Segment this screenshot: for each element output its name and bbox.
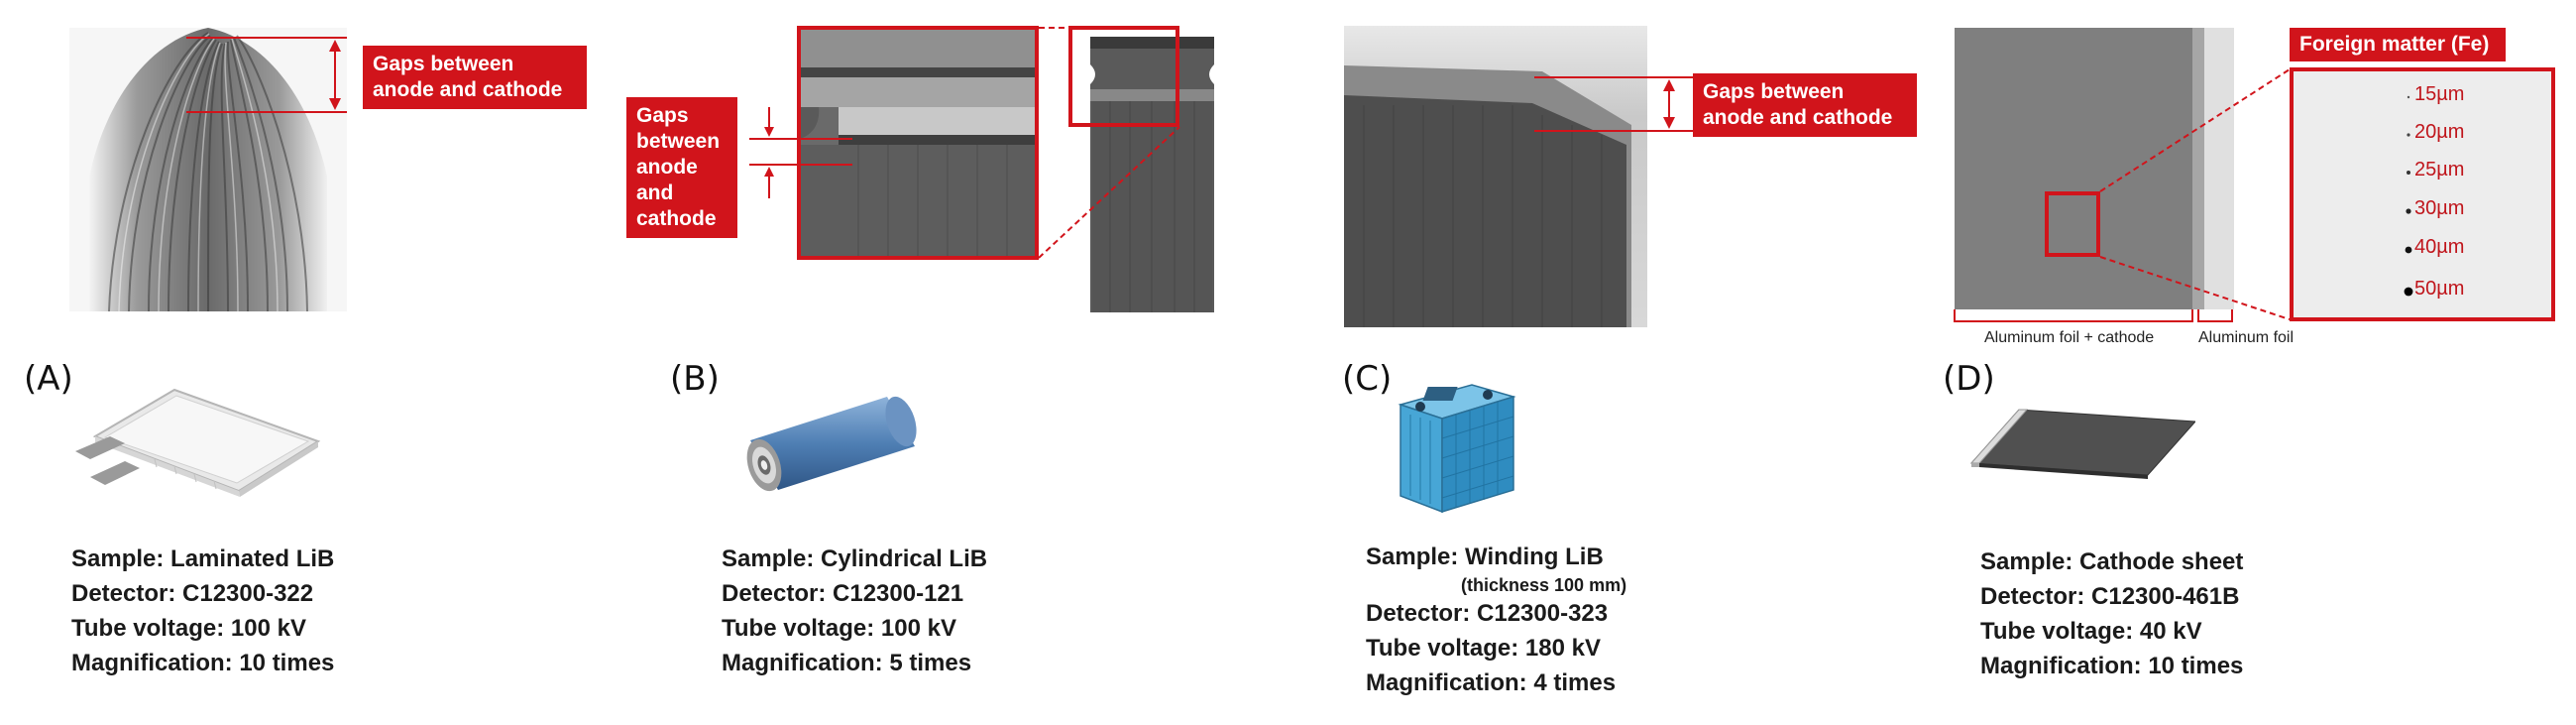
spec-list-d: Sample: Cathode sheet Detector: C12300-4… [1980, 544, 2243, 683]
label-foil-cathode: Aluminum foil + cathode [1984, 329, 2155, 346]
zoom-region-b [1068, 26, 1179, 127]
spec-detector: Detector: C12300-461B [1980, 583, 2240, 610]
xray-image-c [1344, 26, 1647, 327]
spec-detector: Detector: C12300-121 [722, 580, 964, 607]
spec-magnification: Magnification: 4 times [1366, 669, 1617, 696]
panel-letter-c: (C) [1342, 359, 1393, 399]
xray-zoom-b [799, 28, 1037, 258]
spec-sample: Sample: Cylindrical LiB [722, 545, 988, 572]
xray-image-a [69, 28, 347, 311]
callout-gaps-c: Gaps between anode and cathode [1693, 73, 1917, 137]
cathode-sheet-illustration [1967, 402, 2197, 486]
spec-list-a: Sample: Laminated LiB Detector: C12300-3… [71, 542, 334, 680]
spec-magnification: Magnification: 10 times [71, 650, 335, 676]
magnified-inset-d [2290, 67, 2555, 321]
particle-size-40: 40µm [2414, 236, 2465, 258]
xray-image-d [1955, 28, 2234, 309]
spec-list-b: Sample: Cylindrical LiB Detector: C12300… [722, 542, 987, 680]
laminated-battery-illustration [65, 382, 323, 511]
winding-battery-illustration [1393, 375, 1521, 519]
spec-sample: Sample: Cathode sheet [1980, 548, 2244, 575]
label-foil: Aluminum foil [2198, 329, 2295, 346]
spec-tube-voltage: Tube voltage: 100 kV [722, 615, 956, 642]
spec-tube-voltage: Tube voltage: 180 kV [1366, 635, 1601, 662]
spec-magnification: Magnification: 5 times [722, 650, 972, 676]
spec-sample: Sample: Laminated LiB [71, 545, 335, 572]
spec-list-c: Sample: Winding LiB (thickness 100 mm) D… [1366, 540, 1626, 700]
callout-gaps-b: Gaps between anode and cathode [626, 97, 737, 238]
callout-gaps-a: Gaps between anode and cathode [363, 46, 587, 109]
spec-tube-voltage: Tube voltage: 40 kV [1980, 618, 2202, 645]
spec-detector: Detector: C12300-323 [1366, 600, 1609, 627]
foreign-matter-region [2045, 191, 2100, 257]
spec-magnification: Magnification: 10 times [1980, 653, 2244, 679]
particle-size-15: 15µm [2414, 83, 2465, 105]
particle-size-20: 20µm [2414, 121, 2465, 143]
particle-size-30: 30µm [2414, 197, 2465, 219]
panel-letter-a: (A) [24, 359, 73, 399]
cylindrical-battery-illustration [728, 389, 927, 503]
panel-letter-b: (B) [670, 359, 720, 399]
particle-size-50: 50µm [2414, 278, 2465, 300]
spec-sample: Sample: Winding LiB [1366, 544, 1604, 570]
callout-foreign-matter: Foreign matter (Fe) [2290, 28, 2506, 61]
zoom-frame-b [797, 26, 1039, 260]
panel-letter-d: (D) [1943, 359, 1995, 399]
particle-size-25: 25µm [2414, 159, 2465, 181]
spec-tube-voltage: Tube voltage: 100 kV [71, 615, 306, 642]
spec-sample-thickness: (thickness 100 mm) [1461, 575, 1627, 595]
spec-detector: Detector: C12300-322 [71, 580, 314, 607]
